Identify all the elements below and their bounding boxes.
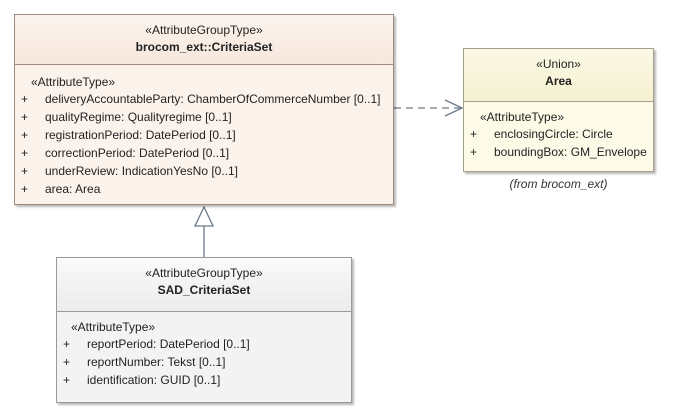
class-name: brocom_ext::CriteriaSet (135, 40, 273, 54)
attribute-row[interactable]: + qualityRegime: Qualityregime [0..1] (21, 108, 393, 126)
attribute-text: qualityRegime: Qualityregime [0..1] (45, 110, 232, 124)
attribute-row[interactable]: + reportPeriod: DatePeriod [0..1] (63, 335, 351, 353)
attribute-text: identification: GUID [0..1] (87, 373, 221, 387)
visibility-marker: + (21, 110, 29, 124)
attribute-text: reportNumber: Tekst [0..1] (87, 355, 226, 369)
class-name: SAD_CriteriaSet (157, 283, 251, 297)
attribute-compartment: «AttributeType» + deliveryAccountablePart… (15, 65, 393, 198)
class-stereotype: «AttributeGroupType» (145, 23, 263, 37)
attribute-row[interactable]: + registrationPeriod: DatePeriod [0..1] (21, 126, 393, 144)
section-stereotype: «AttributeType» (480, 110, 565, 124)
class-stereotype: «AttributeGroupType» (145, 266, 263, 280)
attribute-row[interactable]: + underReview: IndicationYesNo [0..1] (21, 162, 393, 180)
class-stereotype: «Union» (536, 57, 581, 71)
visibility-marker: + (470, 145, 478, 159)
visibility-marker: + (21, 128, 29, 142)
attribute-row[interactable]: + reportNumber: Tekst [0..1] (63, 353, 351, 371)
class-sad-criteriaset[interactable]: «AttributeGroupType» SAD_CriteriaSet «At… (56, 257, 352, 403)
visibility-marker: + (21, 182, 29, 196)
attribute-row[interactable]: + deliveryAccountableParty: ChamberOfComm… (21, 90, 393, 108)
attribute-text: reportPeriod: DatePeriod [0..1] (87, 337, 250, 351)
attribute-text: registrationPeriod: DatePeriod [0..1] (45, 128, 236, 142)
visibility-marker: + (470, 127, 478, 141)
attribute-text: correctionPeriod: DatePeriod [0..1] (45, 146, 230, 160)
visibility-marker: + (63, 337, 71, 351)
visibility-marker: + (21, 146, 29, 160)
attribute-row[interactable]: + enclosingCircle: Circle (470, 125, 653, 143)
visibility-marker: + (63, 373, 71, 387)
attribute-compartment: «AttributeType» + reportPeriod: DatePerio… (57, 312, 351, 389)
attribute-row[interactable]: + identification: GUID [0..1] (63, 371, 351, 389)
attribute-text: boundingBox: GM_Envelope (494, 145, 647, 159)
attribute-text: deliveryAccountableParty: ChamberOfComme… (45, 92, 381, 106)
attribute-row[interactable]: + area: Area (21, 180, 393, 198)
class-header: «AttributeGroupType» brocom_ext::Criteri… (15, 15, 393, 65)
attribute-row[interactable]: + correctionPeriod: DatePeriod [0..1] (21, 144, 393, 162)
class-criteriaset[interactable]: «AttributeGroupType» brocom_ext::Criteri… (14, 14, 394, 205)
visibility-marker: + (21, 164, 29, 178)
section-stereotype: «AttributeType» (71, 320, 156, 334)
class-name: Area (545, 74, 572, 88)
class-header: «Union» Area (464, 49, 653, 102)
visibility-marker: + (63, 355, 71, 369)
class-area[interactable]: «Union» Area «AttributeType» + enclosingC… (463, 48, 654, 172)
section-stereotype: «AttributeType» (31, 75, 116, 89)
attribute-text: enclosingCircle: Circle (494, 127, 613, 141)
generalization-edge[interactable] (193, 205, 215, 257)
dependency-arrowhead (444, 99, 464, 117)
dependency-edge[interactable] (394, 99, 464, 117)
attribute-text: area: Area (45, 182, 101, 196)
class-header: «AttributeGroupType» SAD_CriteriaSet (57, 258, 351, 312)
attribute-compartment: «AttributeType» + enclosingCircle: Circle… (464, 102, 653, 161)
package-note: (from brocom_ext) (509, 177, 608, 191)
attribute-row[interactable]: + boundingBox: GM_Envelope (470, 143, 653, 161)
generalization-arrowhead (193, 205, 215, 227)
visibility-marker: + (21, 92, 29, 106)
attribute-text: underReview: IndicationYesNo [0..1] (45, 164, 239, 178)
